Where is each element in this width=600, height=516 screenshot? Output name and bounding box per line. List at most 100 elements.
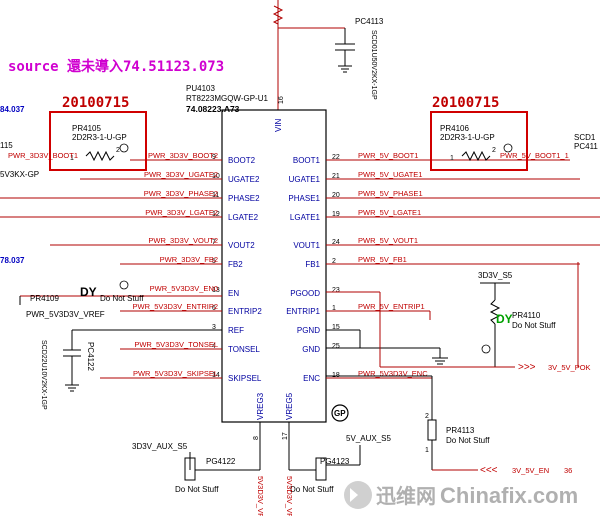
net-label-right-4: PWR_5V_VOUT1: [358, 236, 418, 245]
chip-pin-vout1: VOUT1: [293, 241, 320, 250]
vreg3-pin-num: 8: [253, 436, 260, 440]
net-label-right-0: PWR_5V_BOOT1: [358, 151, 418, 160]
pr4109-gp-icon: [119, 280, 129, 290]
watermark-en: Chinafix.com: [440, 483, 578, 508]
cap-pc4113: PC4113 SCD01U50V2KX-1GP: [272, 0, 384, 110]
chip-pin-pgood: PGOOD: [290, 289, 320, 298]
net-label-left-3: PWR_3D3V_LGATE2: [145, 208, 218, 217]
pr4113-pin1: 1: [425, 447, 429, 454]
net-label-left-1: PWR_3D3V_UGATE2: [144, 170, 218, 179]
net-label-right-2: PWR_5V_PHASE1: [358, 189, 423, 198]
pr4113-note: Do Not Stuff: [446, 436, 490, 445]
right-edge-text-2: PC411: [574, 142, 598, 151]
pc4122-ref: PC4122: [86, 342, 95, 371]
pr4105-gp-icon: [119, 143, 129, 153]
net-vreg3: 5V3D3V_VREG3: [256, 476, 265, 516]
pr4109-note: Do Not Stuff: [100, 294, 144, 303]
jumper-pg4123: 5V_AUX_S5 PG4123 Do Not Stuff: [289, 434, 391, 494]
net-label-left-5: PWR_3D3V_FB2: [160, 255, 218, 264]
pr4110-dy: DY: [496, 312, 513, 326]
chip-pin-fb1: FB1: [305, 260, 320, 269]
pg4122-ref: PG4122: [206, 457, 236, 466]
chip-pin-enc: ENC: [303, 374, 320, 383]
pg4123-note: Do Not Stuff: [290, 485, 334, 494]
pg4123-ref: PG4123: [320, 457, 350, 466]
chip-pin-num-pgnd: 15: [332, 324, 340, 331]
chip-ref: PU4103: [186, 84, 215, 93]
chip-pin-num-gnd: 25: [332, 343, 340, 350]
chip-pn: 74.08223.A73: [186, 104, 240, 114]
chip-pin-pgnd: PGND: [297, 326, 320, 335]
pr4109-dy: DY: [80, 285, 97, 299]
pr4110-ref: PR4110: [512, 311, 541, 320]
chip-vreg5-label: VREG5: [285, 392, 294, 420]
pr4113-ref: PR4113: [446, 426, 475, 435]
vin-pin-num: 16: [278, 96, 285, 104]
chip-pin-num-lgate2: 12: [212, 211, 220, 218]
chip-body: [221, 109, 327, 423]
chip-pin-num-entrip1: 1: [332, 305, 336, 312]
chip-pin-num-ugate1: 21: [332, 173, 340, 180]
chip-pin-fb2: FB2: [228, 260, 243, 269]
right-edge-text-1: SCD1: [574, 133, 596, 142]
cap-pc4122: PC4122 SCD22U10V2KX-1GP: [40, 329, 222, 410]
pr4106-ref: PR4106: [440, 124, 469, 133]
gnd-right: [326, 329, 448, 365]
resistor-pr4105: PR4105 2D2R3-1-U-GP 1 2: [70, 124, 129, 162]
net-en-pin: 36: [564, 466, 572, 475]
net-3v-5v-pok: 3V_5V_POK: [548, 363, 591, 372]
net-label-left-0: PWR_3D3V_BOOT2: [148, 151, 218, 160]
chip-pin-num-vout2: 7: [212, 239, 216, 246]
chip-pin-skipsel: SKIPSEL: [228, 374, 262, 383]
pr4105-ref: PR4105: [72, 124, 101, 133]
net-vreg5: 5V3D3V_VREG5: [285, 476, 294, 516]
net-vref: PWR_5V3D3V_VREF: [26, 310, 105, 319]
chip-pin-ugate1: UGATE1: [289, 175, 321, 184]
pr4105-part: 2D2R3-1-U-GP: [72, 133, 127, 142]
watermark-cn: 迅维网: [376, 484, 436, 508]
chip-left-pins: BOOT29UGATE210PHASE211LGATE212VOUT27FB25…: [212, 154, 262, 383]
chip-pin-num-pgood: 23: [332, 287, 340, 294]
pr4106-pin1: 1: [450, 155, 454, 162]
chip-vin-label: VIN: [274, 118, 283, 132]
pr4105-pin2: 2: [116, 147, 120, 154]
pr4106-gp-icon: [503, 143, 513, 153]
pg4122-rail: 3D3V_AUX_S5: [132, 442, 188, 451]
chip-pin-num-fb2: 5: [212, 258, 216, 265]
net-label-right-3: PWR_5V_LGATE1: [358, 208, 421, 217]
pr4105-pin1: 1: [70, 155, 74, 162]
pr4113-pin2: 2: [425, 413, 429, 420]
chip-pin-boot2: BOOT2: [228, 156, 256, 165]
net-label-left-9: PWR_5V3D3V_TONSEL: [134, 340, 218, 349]
net-label-left-6: PWR_5V3D3V_EN0: [150, 284, 218, 293]
chip-pin-ugate2: UGATE2: [228, 175, 260, 184]
net-label-right-10: PWR_5V3D3V_ENC: [358, 369, 428, 378]
net-label-right-5: PWR_5V_FB1: [358, 255, 407, 264]
net-labels: PWR_3D3V_BOOT2PWR_3D3V_UGATE2PWR_3D3V_PH…: [133, 151, 429, 378]
net-label-right-1: PWR_5V_UGATE1: [358, 170, 422, 179]
chip-pin-num-boot1: 22: [332, 154, 340, 161]
chip-pin-num-fb1: 2: [332, 258, 336, 265]
pc4122-part: SCD22U10V2KX-1GP: [40, 340, 47, 410]
chip-pin-lgate1: LGATE1: [290, 213, 321, 222]
chip-pin-ref: REF: [228, 326, 244, 335]
left-edge-text-3: 5V3KX-GP: [0, 170, 39, 179]
chip-pin-num-phase2: 11: [212, 192, 219, 199]
net-pwr-3d3v-boot1: PWR_3D3V_BOOT1: [8, 151, 78, 160]
gp-logo-icon: [331, 404, 349, 422]
gp-logo-text: GP: [334, 409, 346, 418]
pr4106-pin2: 2: [492, 147, 496, 154]
highlight-box-pr4105: [49, 111, 147, 171]
pc4113-part: SCD01U50V2KX-1GP: [370, 30, 377, 100]
pok-arrow-icon: >>>: [518, 362, 536, 373]
chip-pin-num-ref: 3: [212, 324, 216, 331]
resistor-pr4110: 3D3V_S5 DY PR4110 Do Not Stuff: [478, 271, 556, 367]
net-label-left-7: PWR_5V3D3V_ENTRIP2: [133, 302, 218, 311]
pr4106-part: 2D2R3-1-U-GP: [440, 133, 495, 142]
en-arrow-icon: <<<: [480, 465, 498, 476]
chip-pin-num-en: 13: [212, 287, 220, 294]
chip-pin-num-entrip2: 6: [212, 305, 216, 312]
chip-pin-num-skipsel: 14: [212, 372, 220, 379]
